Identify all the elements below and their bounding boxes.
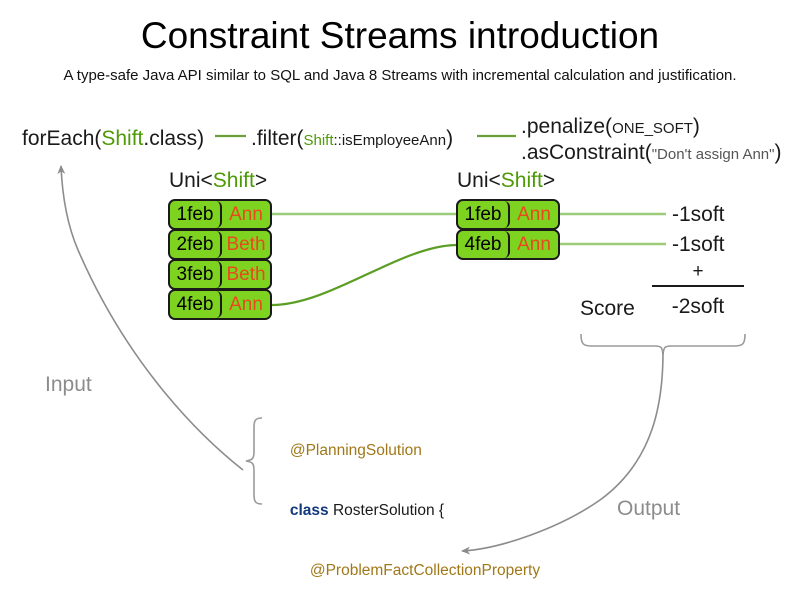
filter-prefix: .filter( (251, 127, 304, 150)
output-label: Output (617, 497, 681, 520)
shift-employee: Ann (510, 201, 558, 228)
as-constraint-suffix: ) (774, 141, 782, 164)
code-line: @PlanningSolution (264, 421, 551, 459)
shift-date: 3feb (170, 261, 222, 288)
uni-right-prefix: Uni< (457, 169, 501, 192)
page-subtitle: A type-safe Java API similar to SQL and … (63, 67, 737, 84)
code-penalize: .penalize(ONE_SOFT) (521, 114, 700, 142)
penalty-value: -1soft (672, 233, 725, 256)
for-each-type: Shift (101, 127, 144, 150)
uni-left-prefix: Uni< (169, 169, 213, 192)
sum-rule (652, 285, 744, 287)
uni-caption-left: Uni<Shift> (169, 168, 267, 193)
annotation-planning-solution: @PlanningSolution (289, 442, 422, 459)
java-code-block: @PlanningSolution class RosterSolution {… (264, 381, 551, 600)
keyword-class: class (289, 502, 329, 519)
shift-date: 1feb (458, 201, 510, 228)
code-line: @ProblemFactCollectionProperty (264, 541, 551, 579)
shift-date: 4feb (170, 291, 222, 318)
code-as-constraint: .asConstraint("Don't assign Ann") (521, 140, 781, 168)
shift-date: 1feb (170, 201, 222, 228)
uni-caption-right: Uni<Shift> (457, 168, 555, 193)
filter-type: Shift (303, 132, 334, 149)
code-for-each: forEach(Shift.class) (22, 126, 204, 152)
stream-link-4feb (271, 243, 457, 307)
fields-brace (245, 417, 263, 505)
shift-date: 4feb (458, 231, 510, 258)
score-brace (580, 333, 746, 355)
shift-employee: Ann (222, 201, 270, 228)
as-constraint-prefix: .asConstraint( (521, 141, 652, 164)
penalize-suffix: ) (692, 115, 700, 138)
shift-employee: Ann (510, 231, 558, 258)
shift-employee: Beth (222, 261, 270, 288)
code-line: class RosterSolution { (264, 481, 551, 519)
shift-list-filtered: 1feb Ann 4feb Ann (456, 199, 560, 260)
uni-right-type: Shift (500, 169, 543, 192)
shift-row[interactable]: 4feb Ann (456, 229, 560, 260)
shift-employee: Ann (222, 291, 270, 318)
penalize-prefix: .penalize( (521, 115, 613, 138)
as-constraint-arg: "Don't assign Ann" (651, 146, 775, 163)
filter-suffix: ) (446, 127, 454, 150)
filter-method: ::isEmployeeAnn (333, 132, 447, 149)
shift-row[interactable]: 3feb Beth (168, 259, 272, 290)
uni-left-suffix: > (254, 169, 268, 192)
for-each-prefix: forEach( (22, 127, 102, 150)
shift-date: 2feb (170, 231, 222, 258)
shift-row[interactable]: 4feb Ann (168, 289, 272, 320)
shift-row[interactable]: 2feb Beth (168, 229, 272, 260)
score-label: Score (580, 297, 635, 320)
for-each-suffix: .class) (143, 127, 205, 150)
shift-list-input: 1feb Ann 2feb Beth 3feb Beth 4feb Ann (168, 199, 272, 320)
input-label: Input (45, 373, 92, 396)
penalize-arg: ONE_SOFT (612, 120, 693, 137)
score-total: -2soft (671, 295, 725, 318)
penalty-value: -1soft (672, 203, 725, 226)
sum-operator: + (692, 261, 704, 282)
shift-employee: Beth (222, 231, 270, 258)
page-title: Constraint Streams introduction (140, 15, 660, 56)
uni-left-type: Shift (212, 169, 255, 192)
shift-row[interactable]: 1feb Ann (168, 199, 272, 230)
shift-row[interactable]: 1feb Ann (456, 199, 560, 230)
class-declaration: RosterSolution { (328, 502, 445, 519)
annotation-problem-fact-collection: @ProblemFactCollectionProperty (309, 562, 541, 579)
code-filter: .filter(Shift::isEmployeeAnn) (251, 126, 453, 154)
uni-right-suffix: > (542, 169, 556, 192)
